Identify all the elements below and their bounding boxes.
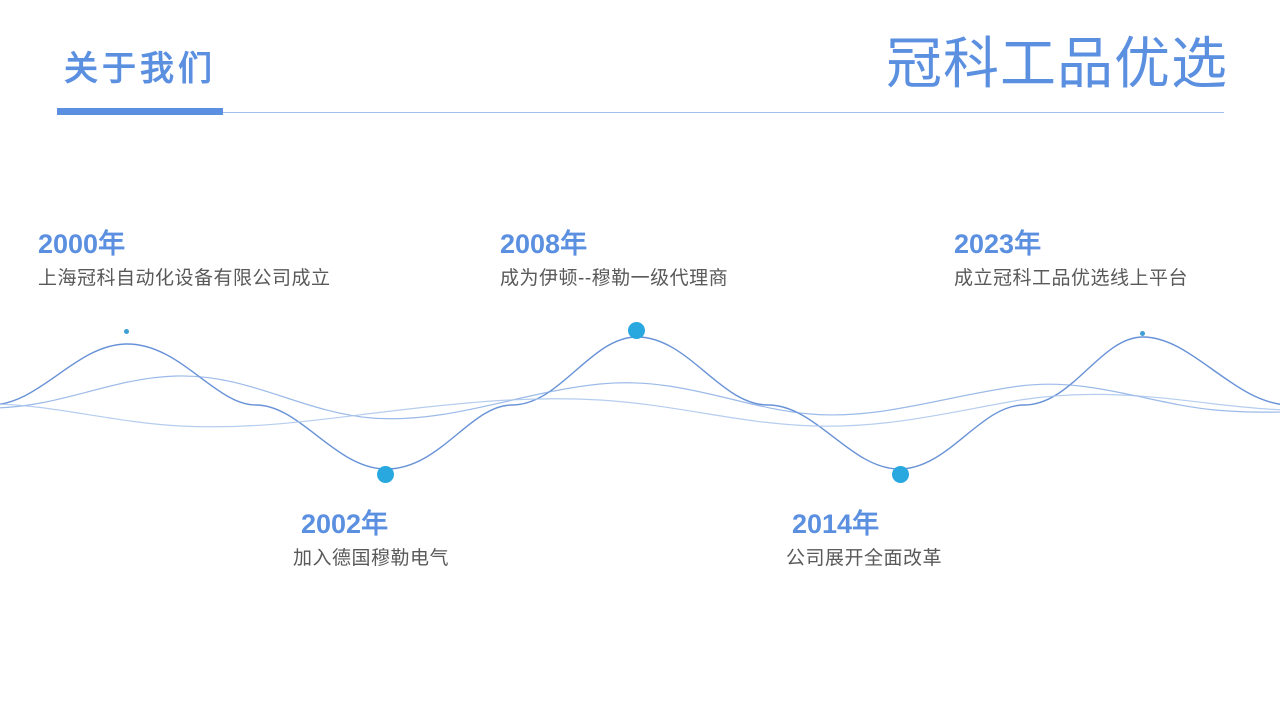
timeline-desc-label: 上海冠科自动化设备有限公司成立 <box>38 268 331 290</box>
timeline-marker-2023[interactable] <box>1140 331 1145 336</box>
timeline-marker-2008[interactable] <box>628 322 645 339</box>
timeline-marker-2000[interactable] <box>124 329 129 334</box>
brand-title: 冠科工品优选 <box>886 32 1228 95</box>
timeline-entry-2014: 2014年 公司展开全面改革 <box>786 508 942 572</box>
timeline-desc-label: 加入德国穆勒电气 <box>293 548 450 570</box>
timeline-entry-2002: 2002年 加入德国穆勒电气 <box>293 508 449 572</box>
timeline-marker-2014[interactable] <box>892 466 909 483</box>
wave-line-tertiary <box>0 393 1280 428</box>
timeline-desc-label: 成为伊顿--穆勒一级代理商 <box>500 268 729 290</box>
wave-line-secondary <box>0 375 1280 420</box>
header-divider-accent <box>57 108 223 115</box>
timeline-entry-2000: 2000年 上海冠科自动化设备有限公司成立 <box>38 228 331 292</box>
timeline-year-label: 2014年 <box>792 509 880 539</box>
header-divider-line <box>57 112 1224 113</box>
timeline-entry-2008: 2008年 成为伊顿--穆勒一级代理商 <box>500 228 728 292</box>
timeline-year-label: 2000年 <box>38 229 126 259</box>
timeline-desc-label: 公司展开全面改革 <box>786 548 943 570</box>
wave-line-primary <box>0 336 1280 470</box>
timeline-marker-2002[interactable] <box>377 466 394 483</box>
timeline-year-label: 2002年 <box>301 509 389 539</box>
timeline-desc-label: 成立冠科工品优选线上平台 <box>954 268 1189 290</box>
page-title: 关于我们 <box>64 50 216 88</box>
timeline-year-label: 2008年 <box>500 229 588 259</box>
timeline-entry-2023: 2023年 成立冠科工品优选线上平台 <box>954 228 1188 292</box>
timeline-year-label: 2023年 <box>954 229 1042 259</box>
